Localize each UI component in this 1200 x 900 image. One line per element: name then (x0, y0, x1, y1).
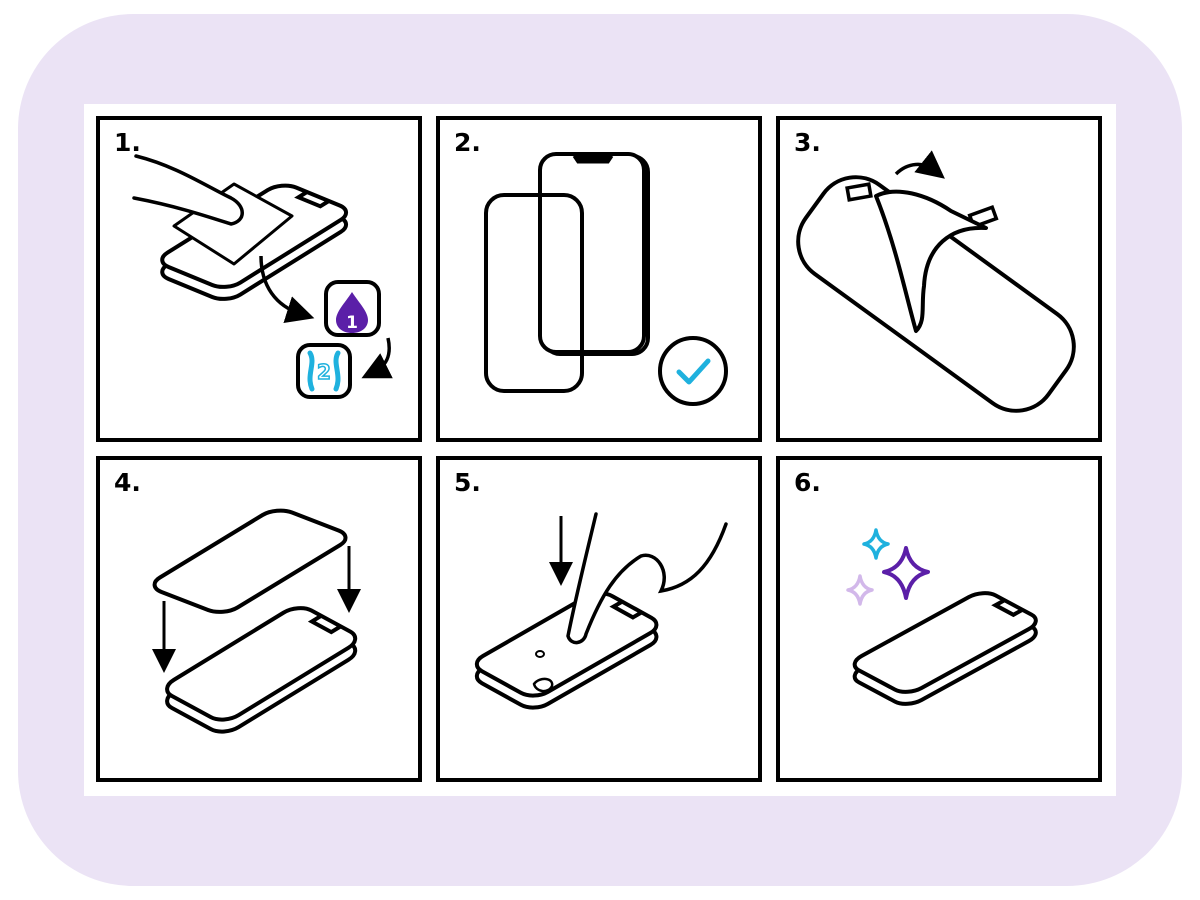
arrow-to-step-a (259, 255, 315, 324)
step-3-panel: 3. (776, 116, 1102, 442)
hand-pressing (566, 512, 728, 645)
arrow-to-step-b (361, 337, 393, 379)
sparkle-light-icon (846, 574, 874, 606)
step-number: 4. (114, 468, 141, 497)
notch (572, 155, 614, 164)
peeling-layer (874, 189, 988, 333)
sparkle-purple-icon (882, 546, 930, 600)
step-1-panel: 1 2 1. (96, 116, 422, 442)
svg-text:1: 1 (346, 313, 358, 333)
step-number: 3. (794, 128, 821, 157)
panel-border (96, 456, 422, 782)
step-number: 1. (114, 128, 141, 157)
drop-icon: 1 (324, 280, 381, 337)
step-2-illustration (436, 116, 762, 442)
step-5-panel: 5. (436, 456, 762, 782)
air-bubble (532, 677, 554, 693)
step-4-panel: 4. (96, 456, 422, 782)
dry-icon: 2 (296, 343, 352, 399)
peel-arrow (894, 150, 945, 179)
check-icon (658, 336, 728, 406)
step-number: 6. (794, 468, 821, 497)
step-1-illustration: 1 2 (96, 116, 422, 442)
tab-left (845, 182, 873, 202)
screen-protector (484, 193, 584, 393)
step-number: 2. (454, 128, 481, 157)
step-4-illustration (96, 456, 422, 782)
step-6-illustration (776, 456, 1102, 782)
step-5-illustration (436, 456, 762, 782)
step-6-panel: 6. (776, 456, 1102, 782)
svg-text:2: 2 (317, 360, 331, 384)
phone-front (538, 152, 646, 354)
protector-film (796, 175, 1076, 413)
step-3-illustration (776, 116, 1102, 442)
step-2-panel: 2. (436, 116, 762, 442)
finger (132, 154, 244, 226)
sparkle-cyan-icon (862, 528, 890, 560)
step-number: 5. (454, 468, 481, 497)
air-bubble-small (535, 650, 545, 658)
